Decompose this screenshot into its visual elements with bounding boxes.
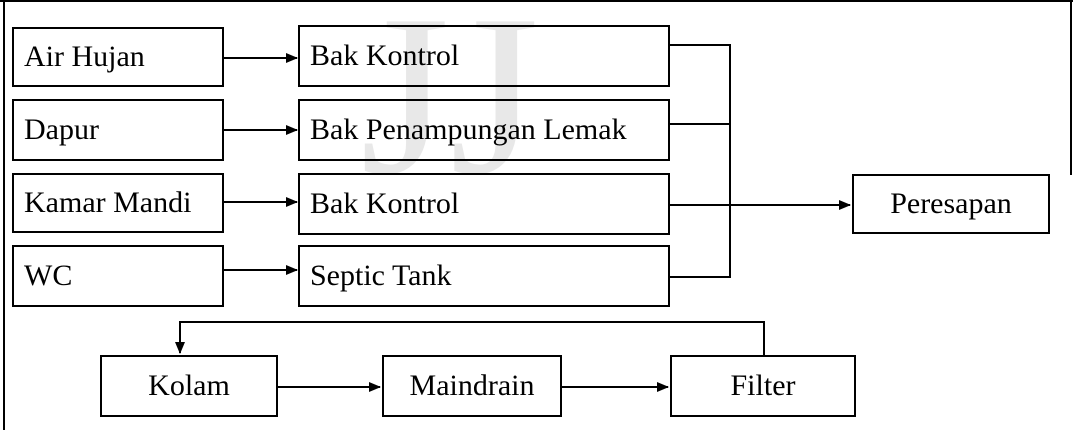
box-bak-kontrol-1: Bak Kontrol xyxy=(298,25,670,87)
label-kolam: Kolam xyxy=(148,369,230,402)
label-septic-tank: Septic Tank xyxy=(310,259,452,292)
box-peresapan: Peresapan xyxy=(852,174,1050,234)
label-bak-kontrol-1: Bak Kontrol xyxy=(310,39,460,72)
label-bak-penampungan-lemak: Bak Penampungan Lemak xyxy=(310,113,627,146)
box-bak-penampungan-lemak: Bak Penampungan Lemak xyxy=(298,99,670,161)
box-air-hujan: Air Hujan xyxy=(12,27,224,87)
box-kolam: Kolam xyxy=(100,355,278,417)
box-dapur: Dapur xyxy=(12,99,224,161)
return-line-filter-kolam xyxy=(175,321,765,355)
label-kamar-mandi: Kamar Mandi xyxy=(24,186,192,219)
collector-line xyxy=(670,44,731,278)
box-septic-tank: Septic Tank xyxy=(298,245,670,307)
box-wc: WC xyxy=(12,245,224,307)
box-kamar-mandi: Kamar Mandi xyxy=(12,173,224,233)
box-maindrain: Maindrain xyxy=(382,355,562,417)
label-peresapan: Peresapan xyxy=(890,187,1012,220)
label-dapur: Dapur xyxy=(24,113,99,146)
box-bak-kontrol-2: Bak Kontrol xyxy=(298,173,670,235)
label-maindrain: Maindrain xyxy=(409,369,535,402)
label-bak-kontrol-2: Bak Kontrol xyxy=(310,187,460,220)
label-air-hujan: Air Hujan xyxy=(24,40,145,73)
label-wc: WC xyxy=(24,259,73,292)
label-filter: Filter xyxy=(730,369,796,402)
box-filter: Filter xyxy=(670,355,856,417)
